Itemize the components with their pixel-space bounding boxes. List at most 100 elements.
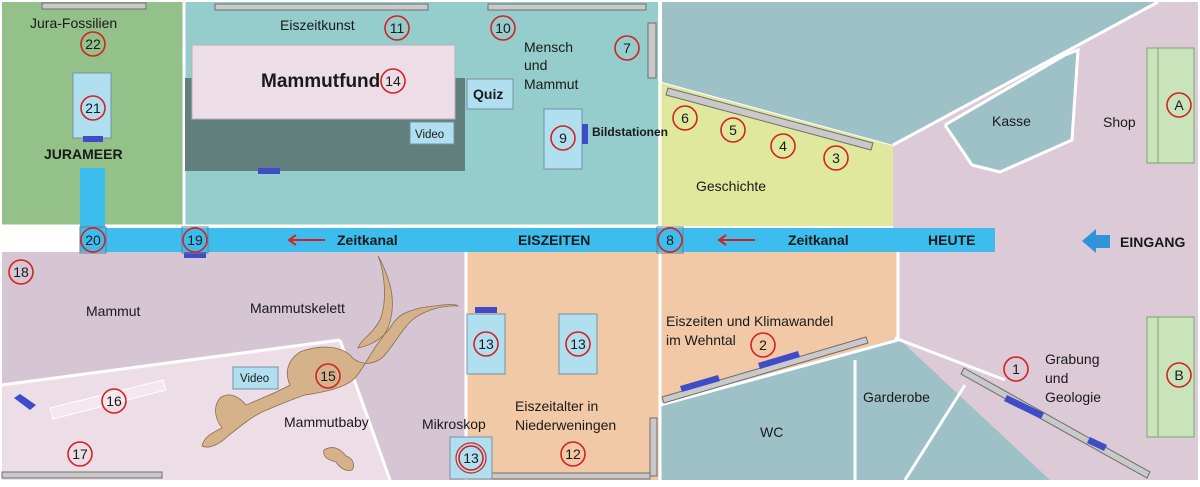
marker-1: 1 xyxy=(1003,356,1029,382)
label-niederweningen-2: Niederweningen xyxy=(515,417,616,433)
wall-mensch xyxy=(487,3,647,11)
svg-text:8: 8 xyxy=(666,232,674,248)
wall-7 xyxy=(647,22,657,79)
svg-text:15: 15 xyxy=(320,368,336,384)
video-box-top xyxy=(409,121,455,145)
marker-15: 15 xyxy=(315,363,341,389)
label-jura-sea: JURAMEER xyxy=(44,146,123,162)
time-channel-connector xyxy=(80,168,105,228)
label-und: und xyxy=(524,57,547,73)
room-entry-bottom xyxy=(898,252,1198,480)
label-quiz: Quiz xyxy=(473,86,503,102)
marker-11: 11 xyxy=(384,15,410,41)
svg-text:19: 19 xyxy=(187,232,203,248)
wall-jura-top xyxy=(41,2,147,10)
label-channel-right: Zeitkanal xyxy=(788,232,849,248)
marker-12: 12 xyxy=(560,441,586,467)
channel-box-20 xyxy=(79,226,107,254)
wall-history xyxy=(665,87,874,151)
mammoth-skeleton-illustration xyxy=(201,255,460,471)
label-cloakroom: Garderobe xyxy=(863,389,930,405)
svg-text:4: 4 xyxy=(779,138,787,154)
mammutfund-box xyxy=(191,44,456,120)
wall-17 xyxy=(1,471,163,479)
station-13c xyxy=(449,436,493,480)
label-channel-end: HEUTE xyxy=(928,232,975,248)
wall-12-side xyxy=(649,417,658,477)
svg-text:9: 9 xyxy=(559,130,567,146)
time-channel xyxy=(80,228,995,252)
svg-text:2: 2 xyxy=(759,337,767,353)
label-excavation-3: Geologie xyxy=(1045,389,1101,405)
label-channel-center: EISZEITEN xyxy=(518,232,590,248)
video-box-bottom xyxy=(232,366,279,390)
screen-19 xyxy=(184,252,206,258)
label-entrance: EINGANG xyxy=(1120,234,1185,250)
svg-text:5: 5 xyxy=(729,122,737,138)
entrance-arrow-icon xyxy=(1082,229,1110,253)
marker-10: 10 xyxy=(490,15,516,41)
svg-text:14: 14 xyxy=(385,73,401,89)
marker-4: 4 xyxy=(770,133,796,159)
marker-13c-outer-ring xyxy=(455,442,487,474)
svg-text:18: 18 xyxy=(13,264,29,280)
label-video-bottom: Video xyxy=(240,373,269,385)
label-photo-stations: Bildstationen xyxy=(592,125,668,139)
label-cash: Kasse xyxy=(992,113,1031,129)
shop-shelf-a xyxy=(1146,47,1195,164)
label-mammoth-skeleton: Mammutskelett xyxy=(250,300,345,316)
room-service-top xyxy=(662,2,1155,145)
label-mammut-top: Mammut xyxy=(524,76,579,92)
svg-text:A: A xyxy=(1174,97,1184,113)
screen-13a xyxy=(475,307,497,313)
label-mammutfund: Mammutfund xyxy=(261,71,380,92)
label-jura-fossils: Jura-Fossilien xyxy=(30,15,117,31)
marker-A: A xyxy=(1166,92,1192,118)
svg-text:1: 1 xyxy=(1012,361,1020,377)
label-climate-2: im Wehntal xyxy=(666,332,736,348)
marker-19: 19 xyxy=(182,227,208,253)
svg-text:22: 22 xyxy=(85,36,101,52)
quiz-box xyxy=(466,78,514,110)
svg-text:11: 11 xyxy=(390,20,405,36)
svg-text:16: 16 xyxy=(106,393,122,409)
svg-text:13: 13 xyxy=(570,336,586,352)
channel-arrow-left xyxy=(287,234,325,246)
screen-mammutfund xyxy=(258,168,280,174)
channel-arrow-right xyxy=(717,234,755,246)
marker-7: 7 xyxy=(614,35,640,61)
svg-text:3: 3 xyxy=(832,150,840,166)
wall-12 xyxy=(491,472,651,480)
screen-climate-1 xyxy=(680,375,720,392)
label-wc: WC xyxy=(760,424,783,440)
marker-6: 6 xyxy=(672,105,698,131)
screen-16 xyxy=(14,394,36,410)
label-channel-left: Zeitkanal xyxy=(337,232,398,248)
marker-18: 18 xyxy=(8,259,34,285)
svg-text:13: 13 xyxy=(463,450,479,466)
svg-text:17: 17 xyxy=(72,446,88,462)
wall-16 xyxy=(49,379,167,420)
wall-excavation xyxy=(960,367,1151,479)
room-cash xyxy=(945,50,1078,172)
marker-9: 9 xyxy=(550,125,576,151)
svg-text:21: 21 xyxy=(85,100,101,116)
marker-13b: 13 xyxy=(565,331,591,357)
screen-excavation-2 xyxy=(1087,437,1107,451)
marker-3: 3 xyxy=(823,145,849,171)
svg-text:12: 12 xyxy=(565,446,581,462)
channel-box-8 xyxy=(656,226,684,254)
label-niederweningen-1: Eiszeitalter in xyxy=(515,398,598,414)
label-excavation-1: Grabung xyxy=(1045,351,1099,367)
marker-17: 17 xyxy=(67,441,93,467)
screen-climate-2 xyxy=(758,351,800,369)
svg-text:13: 13 xyxy=(478,336,494,352)
marker-21: 21 xyxy=(80,95,106,121)
label-baby-mammoth: Mammutbaby xyxy=(284,414,369,430)
marker-14: 14 xyxy=(380,68,406,94)
svg-text:10: 10 xyxy=(495,20,511,36)
marker-22: 22 xyxy=(80,31,106,57)
marker-13c: 13 xyxy=(458,445,484,471)
label-ice-age-art: Eiszeitkunst xyxy=(280,17,355,33)
